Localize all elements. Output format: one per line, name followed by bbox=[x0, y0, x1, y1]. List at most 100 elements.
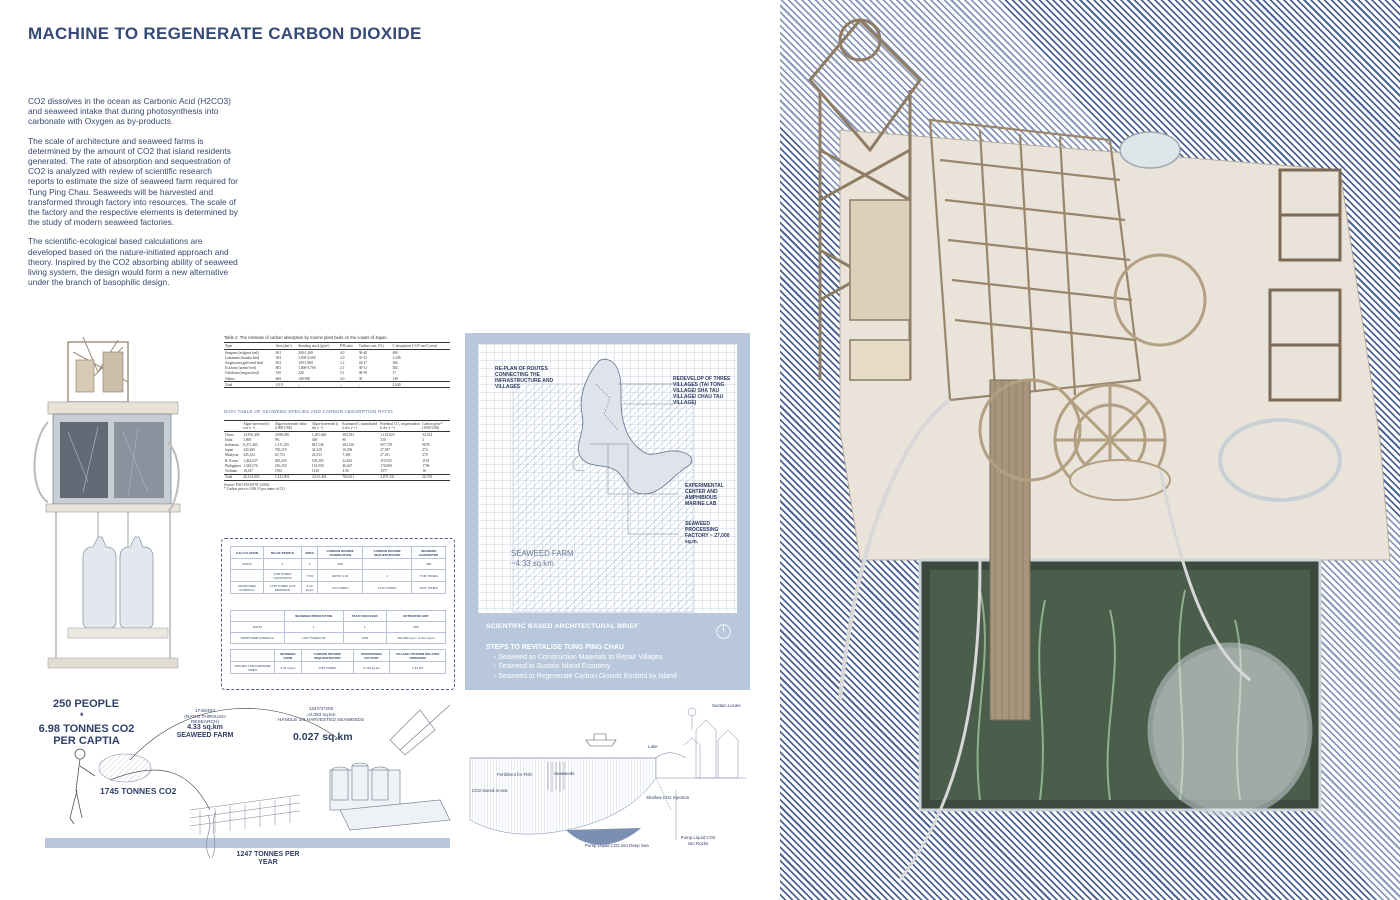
table1-cell: Seagrass (eelgrass bed) bbox=[225, 350, 259, 355]
calc-header bbox=[229, 649, 276, 662]
calc-cell: 1 bbox=[342, 621, 387, 633]
calc-cell: 1247 TONES/YR bbox=[283, 632, 344, 644]
table2-cell: 1706 bbox=[422, 463, 430, 468]
table2-header: Algae harvested (t ww y⁻¹) bbox=[242, 420, 274, 432]
table2-cell: 3,800 bbox=[243, 437, 252, 442]
factory-area: 0.027 sq.km bbox=[293, 731, 353, 743]
table2-cell: 9% bbox=[274, 437, 280, 442]
table2-title: DATA TABLE OF SEAWEED SPECIES AND CARBON… bbox=[224, 409, 393, 414]
table1-cell: Total bbox=[224, 381, 275, 389]
table2-cell: Total bbox=[224, 473, 243, 481]
table2-cell: 2,698,050 bbox=[274, 432, 290, 437]
per-capita-emission: 6.98 TONNES CO2 PER CAPTIA bbox=[29, 723, 144, 747]
table2-cell: 2,613,404 bbox=[310, 473, 342, 481]
calc-cell: 182,000 sq.m. of the sq.km bbox=[385, 632, 447, 644]
ratio-note-line-2: (RATIO THROUGH RESEARCH) bbox=[184, 714, 226, 726]
calc-cell bbox=[362, 558, 413, 570]
seaweed-species-table: Algae harvested (t ww y⁻¹) Algae harvest… bbox=[224, 420, 450, 492]
table2-header: Potential CO₂ sequestration (t dw y⁻¹) bbox=[379, 420, 422, 432]
table2-cell: 34,320 bbox=[311, 448, 322, 453]
table2-header: Estimated C assimilated (t dw y⁻¹) bbox=[341, 420, 380, 432]
table1-header: Area (km²) bbox=[274, 342, 298, 350]
table2-cell: 3 bbox=[422, 437, 425, 442]
table2-cell: R. Korea bbox=[225, 458, 238, 463]
ratio-note: 1745/403 (RATIO THROUGH RESEARCH) bbox=[170, 709, 240, 726]
total-co2: 1745 TONNES CO2 bbox=[100, 786, 177, 796]
table1-cell: 30 bbox=[358, 376, 363, 381]
calc-cell: RATIO bbox=[230, 621, 285, 633]
calc-cell: 1247 TONES bbox=[411, 581, 446, 594]
seaweed-farm-label: SEAWEED FARM ~4.33 sq.km bbox=[511, 549, 574, 569]
map-label-center: EXPERIMENTAL CENTER AND AMPHIBIOUS MARIN… bbox=[685, 483, 724, 507]
table1-header: C absorption (×10³ ton/C/year) bbox=[391, 342, 450, 350]
table1-cell: 3,500-5,600 bbox=[298, 355, 316, 360]
calc-cell: 7745 bbox=[300, 569, 319, 582]
section-label-co2-sea: CO2 stored in sea bbox=[472, 788, 508, 793]
table2-header bbox=[224, 420, 243, 432]
table2-cell: 274 bbox=[422, 448, 428, 453]
calc-cell: 6.98 TONES CO2/CAPITA bbox=[263, 569, 302, 582]
brief-title: SCIENTIFIC BASED ARCHITECTURAL BRIEF bbox=[486, 623, 639, 630]
intro-paragraph-3: The scientific-ecological based calculat… bbox=[28, 236, 238, 288]
power-icon bbox=[716, 624, 731, 639]
model-photo bbox=[780, 0, 1400, 900]
step-item-3: - Seaweed to Regenerate Carbon Dioxide E… bbox=[494, 672, 677, 680]
table2-cell: 170,600 bbox=[380, 463, 392, 468]
table2-cell: 7,360 bbox=[342, 453, 351, 458]
table1-cell: 1.2 bbox=[339, 360, 345, 365]
calc-header: CARBON DIOXIDE SEQUESTRATION bbox=[362, 546, 413, 559]
intro-paragraph-2: The scale of architecture and seaweed fa… bbox=[28, 135, 238, 228]
table2-cell: 109,203 bbox=[311, 458, 324, 463]
table1-cell: 35-35 bbox=[358, 355, 368, 360]
table2-header-row: Algae harvested (t ww y⁻¹) Algae harvest… bbox=[224, 420, 450, 432]
table2-cell: 1,281,640 bbox=[311, 432, 327, 437]
table2-notes: Source: FAO FAOSTAT (2016) * Carbon pric… bbox=[224, 483, 450, 492]
table2-cell: 24,533 bbox=[311, 453, 322, 458]
seaweed-farm-title: SEAWEED FARM bbox=[511, 549, 574, 558]
table1-cell: 2.1 bbox=[339, 366, 345, 371]
table1-header: Standing stock (g/m²) bbox=[297, 342, 339, 350]
calc-header: CARBON DIOXIDE SEQUESTRATION bbox=[300, 649, 354, 662]
table2-cell: 384,593 bbox=[342, 432, 354, 437]
table1-cell: Ecklonia (arame bed) bbox=[225, 366, 256, 371]
yearly-harvest: 1247 TONNES PER YEAR bbox=[228, 851, 308, 868]
table2-cell: 18,327 bbox=[243, 468, 254, 473]
calc-header: VILLAGE TOURISM RELATED PROGRAM bbox=[389, 649, 446, 662]
table2-price-note: * Carbon price is US$ 10 per tonne of CO… bbox=[224, 487, 286, 492]
table2-cell: 119,535 bbox=[380, 458, 392, 463]
calc-cell: 300 bbox=[411, 558, 446, 570]
table1-cell: 30-40 bbox=[358, 350, 368, 355]
handle-note-line-2: =0.083 sq.km bbox=[306, 712, 336, 718]
calc-cell: 7.44 PH bbox=[389, 661, 446, 674]
calc-cell: 4.33 sq.km bbox=[274, 661, 302, 674]
calc-header bbox=[230, 610, 285, 622]
table1-cell: 668 bbox=[275, 376, 282, 381]
handle-note-line-3: HANDLE 1/3 HARVESTED SEAWEEDS bbox=[277, 718, 365, 724]
table1-cell: 852 bbox=[275, 360, 282, 365]
page-title: MACHINE TO REGENERATE CARBON DIOXIDE bbox=[28, 24, 422, 43]
table2-cell: 256,250 bbox=[274, 463, 287, 468]
calc-header: SEAWEED FARM bbox=[274, 649, 302, 662]
table1-cell: 491 bbox=[275, 350, 282, 355]
table1-cell: 30-31 bbox=[358, 366, 368, 371]
table2-cell: Japan bbox=[225, 448, 234, 453]
table2-cell: 90 bbox=[342, 437, 346, 442]
calc-header: SEAWEED PRODUCTION bbox=[283, 610, 344, 622]
map-panel: RE-PLAN OF ROUTES CONNECTING THE INFRAST… bbox=[465, 333, 750, 690]
table2-cell: 264,126 bbox=[342, 442, 354, 447]
table1-cell: 190 bbox=[275, 371, 282, 376]
brief-steps: STEPS TO REVITALISE TUNG PING CHAU - Sea… bbox=[486, 643, 677, 681]
multiply-star: * bbox=[80, 711, 84, 721]
